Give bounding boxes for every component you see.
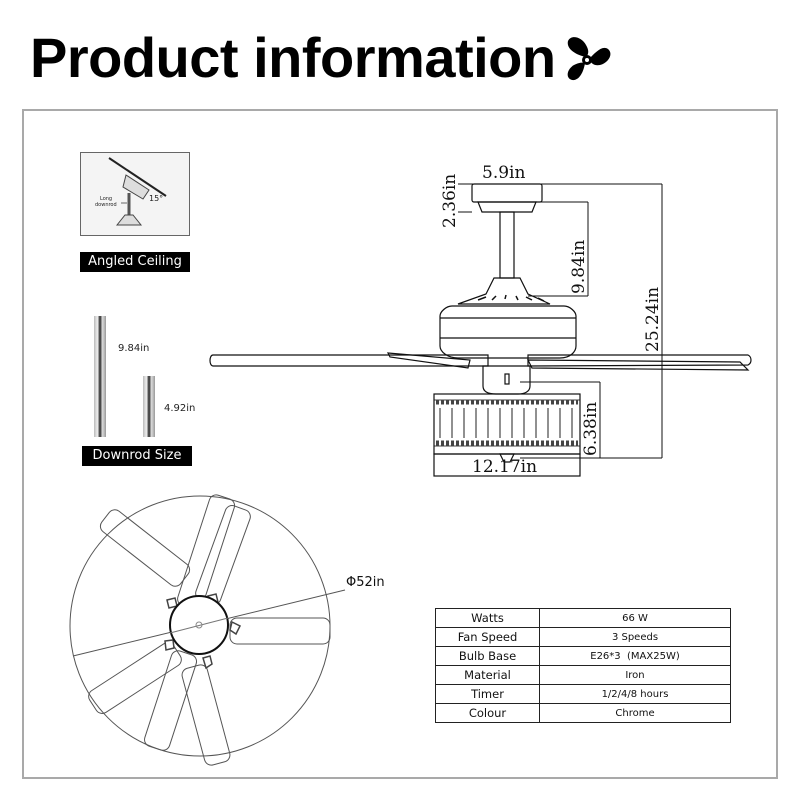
spec-value: Iron xyxy=(539,665,731,685)
spec-key: Material xyxy=(435,665,540,685)
angle-label: 15° xyxy=(149,194,163,203)
downrod-long-length: 9.84in xyxy=(118,343,150,354)
fan-diameter-label: Φ52in xyxy=(346,575,385,590)
long-downrod-label-1: Long xyxy=(100,196,112,202)
fan-propeller-icon xyxy=(567,37,611,81)
angled-ceiling-illustration: Long downrod 15° xyxy=(80,152,190,236)
light-kit-lattice xyxy=(439,408,573,438)
spec-value: 66 W xyxy=(539,608,731,628)
downrod-size-label: Downrod Size xyxy=(82,446,192,466)
light-width-dim: 12.17in xyxy=(472,457,537,477)
downrod-length-dim: 9.84in xyxy=(569,240,589,294)
spec-value: 3 Speeds xyxy=(539,627,731,647)
page-title: Product information xyxy=(30,26,556,89)
downrod-illustrations xyxy=(94,316,155,437)
canopy-height-dim: 2.36in xyxy=(440,174,460,228)
spec-key: Fan Speed xyxy=(435,627,540,647)
angled-ceiling-label: Angled Ceiling xyxy=(80,252,190,272)
spec-key: Watts xyxy=(435,608,540,628)
spec-key: Bulb Base xyxy=(435,646,540,666)
spec-value: E26*3 (MAX25W) xyxy=(539,646,731,666)
downrod-short-length: 4.92in xyxy=(164,403,196,414)
spec-key: Timer xyxy=(435,684,540,704)
fan-top-view xyxy=(69,494,346,766)
light-height-dim: 6.38in xyxy=(581,402,601,456)
downrod-short xyxy=(143,376,155,437)
downrod-long xyxy=(94,316,106,437)
spec-value: Chrome xyxy=(539,703,731,723)
canopy-width-dim: 5.9in xyxy=(482,163,525,183)
long-downrod-label-2: downrod xyxy=(95,202,117,208)
spec-value: 1/2/4/8 hours xyxy=(539,684,731,704)
total-height-dim: 25.24in xyxy=(643,287,663,352)
spec-key: Colour xyxy=(435,703,540,723)
content-frame xyxy=(22,109,778,779)
